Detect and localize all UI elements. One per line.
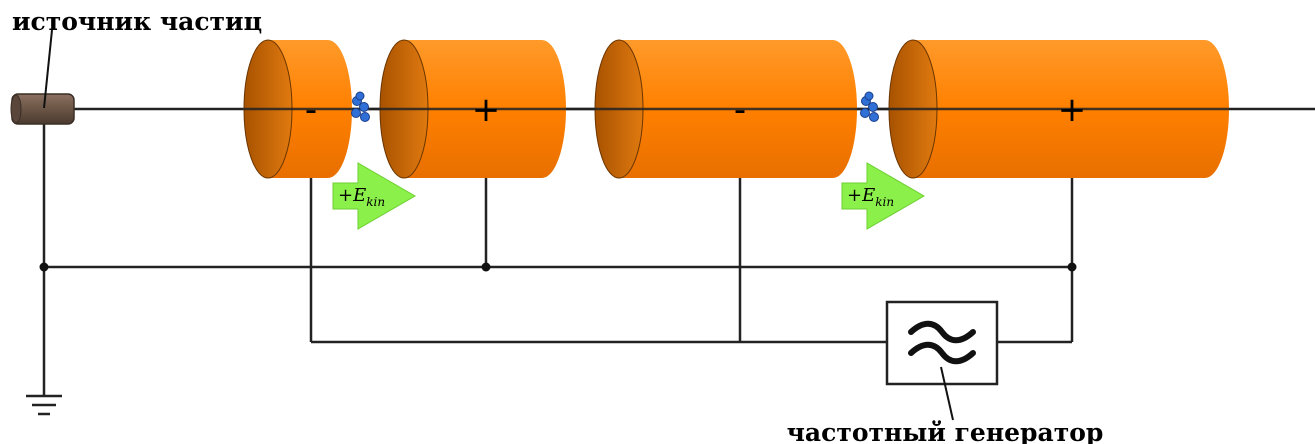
svg-text:+Ekin: +Ekin (338, 185, 385, 209)
source-label-leader (43, 29, 53, 109)
junction-dot (481, 262, 491, 272)
circuit-wiring (39, 105, 1077, 395)
tube-1-sign: - (305, 90, 317, 130)
wave-approx-icon (908, 320, 976, 365)
particle-source (10, 93, 75, 125)
svg-text:+Ekin: +Ekin (847, 185, 894, 209)
generator-label: частотный генератор (787, 418, 1104, 444)
junction-dot (39, 262, 49, 272)
particle-bunch-2 (860, 91, 879, 122)
ground-icon (26, 394, 62, 416)
ekin-label: +E (338, 185, 366, 206)
ekin-subscript: kin (875, 195, 894, 209)
source-label: источник частиц (12, 7, 262, 36)
junction-dot (1067, 262, 1077, 272)
tube-3-sign: - (734, 90, 746, 130)
energy-gain-arrow-2: +Ekin (841, 162, 925, 230)
tube-2-sign: + (472, 90, 501, 130)
tube-4-sign: + (1058, 90, 1087, 130)
ekin-label: +E (847, 185, 875, 206)
ekin-subscript: kin (366, 195, 385, 209)
particle-bunch-1 (351, 91, 370, 122)
generator-label-leader (940, 366, 954, 421)
energy-gain-arrow-1: +Ekin (332, 162, 416, 230)
